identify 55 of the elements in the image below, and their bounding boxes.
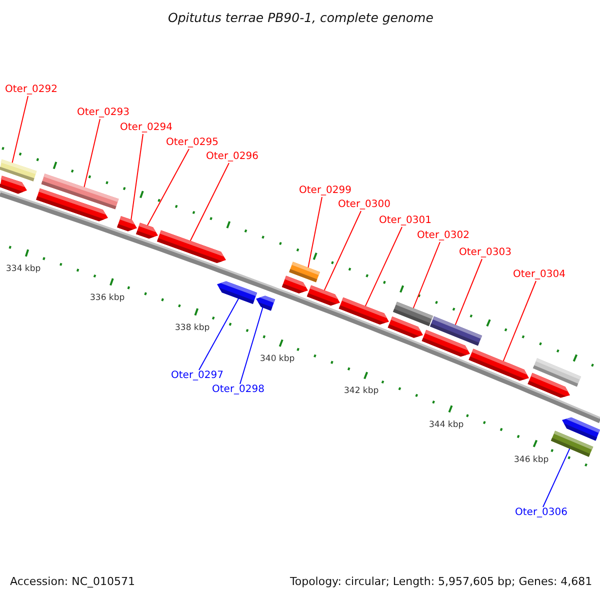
- gene-block: [217, 281, 258, 304]
- gene-label: Oter_0298: [212, 384, 265, 396]
- gene-block: [306, 285, 340, 306]
- diagram-title: Opitutus terrae PB90-1, complete genome: [168, 10, 434, 25]
- feature-bar: [0, 159, 37, 182]
- accession-text: Accession: NC_010571: [10, 575, 136, 588]
- leader-line: [502, 280, 536, 362]
- scale-label: 344 kbp: [429, 420, 464, 430]
- gene-label: Oter_0295: [166, 137, 219, 149]
- gene-block: [338, 297, 389, 324]
- gene-label: Oter_0292: [5, 84, 58, 96]
- feature-bar: [430, 316, 482, 346]
- genome-summary-text: Topology: circular; Length: 5,957,605 bp; Genes: 4,681: [290, 575, 592, 588]
- leader-line: [190, 162, 230, 242]
- gene-block: [468, 348, 529, 381]
- gene-block: [157, 230, 226, 263]
- feature-bar: [289, 262, 320, 282]
- gene-block: [117, 216, 137, 232]
- gene-block: [136, 222, 158, 239]
- scale-label: 334 kbp: [6, 264, 41, 274]
- gene-block: [282, 276, 308, 294]
- gene-label: Oter_0300: [338, 199, 391, 211]
- scale-label: 336 kbp: [90, 293, 125, 304]
- leader-line: [198, 297, 240, 370]
- gene-label: Oter_0304: [513, 269, 566, 281]
- leader-line: [146, 148, 190, 227]
- leader-line: [454, 258, 482, 326]
- scale-label: 340 kbp: [260, 354, 295, 364]
- gene-block: [0, 176, 27, 194]
- leader-line: [130, 134, 144, 222]
- scale-label: 346 kbp: [514, 455, 549, 466]
- gene-label: Oter_0303: [459, 247, 512, 259]
- gene-label: Oter_0302: [417, 230, 470, 242]
- gene-block: [562, 417, 600, 441]
- gene-label: Oter_0293: [77, 107, 130, 119]
- leader-line: [240, 306, 264, 384]
- leader-line: [324, 210, 362, 292]
- leader-line: [364, 226, 402, 308]
- leader-line: [84, 118, 100, 188]
- feature-bar: [41, 174, 119, 210]
- gene-label: Oter_0296: [206, 151, 259, 163]
- feature-bar: [393, 302, 433, 326]
- feature-bar: [532, 358, 582, 387]
- gene-label: Oter_0301: [379, 215, 432, 227]
- leader-line: [12, 96, 28, 164]
- leader-line: [542, 447, 570, 508]
- gene-block: [256, 296, 276, 311]
- gene-label: Oter_0306: [515, 507, 568, 519]
- gene-label: Oter_0297: [171, 370, 224, 382]
- scale-label: 342 kbp: [344, 386, 379, 396]
- scale-label: 338 kbp: [175, 323, 210, 334]
- gene-label: Oter_0299: [299, 185, 352, 197]
- gene-label: Oter_0294: [120, 122, 173, 134]
- leader-line: [412, 242, 440, 310]
- leader-line: [308, 196, 322, 269]
